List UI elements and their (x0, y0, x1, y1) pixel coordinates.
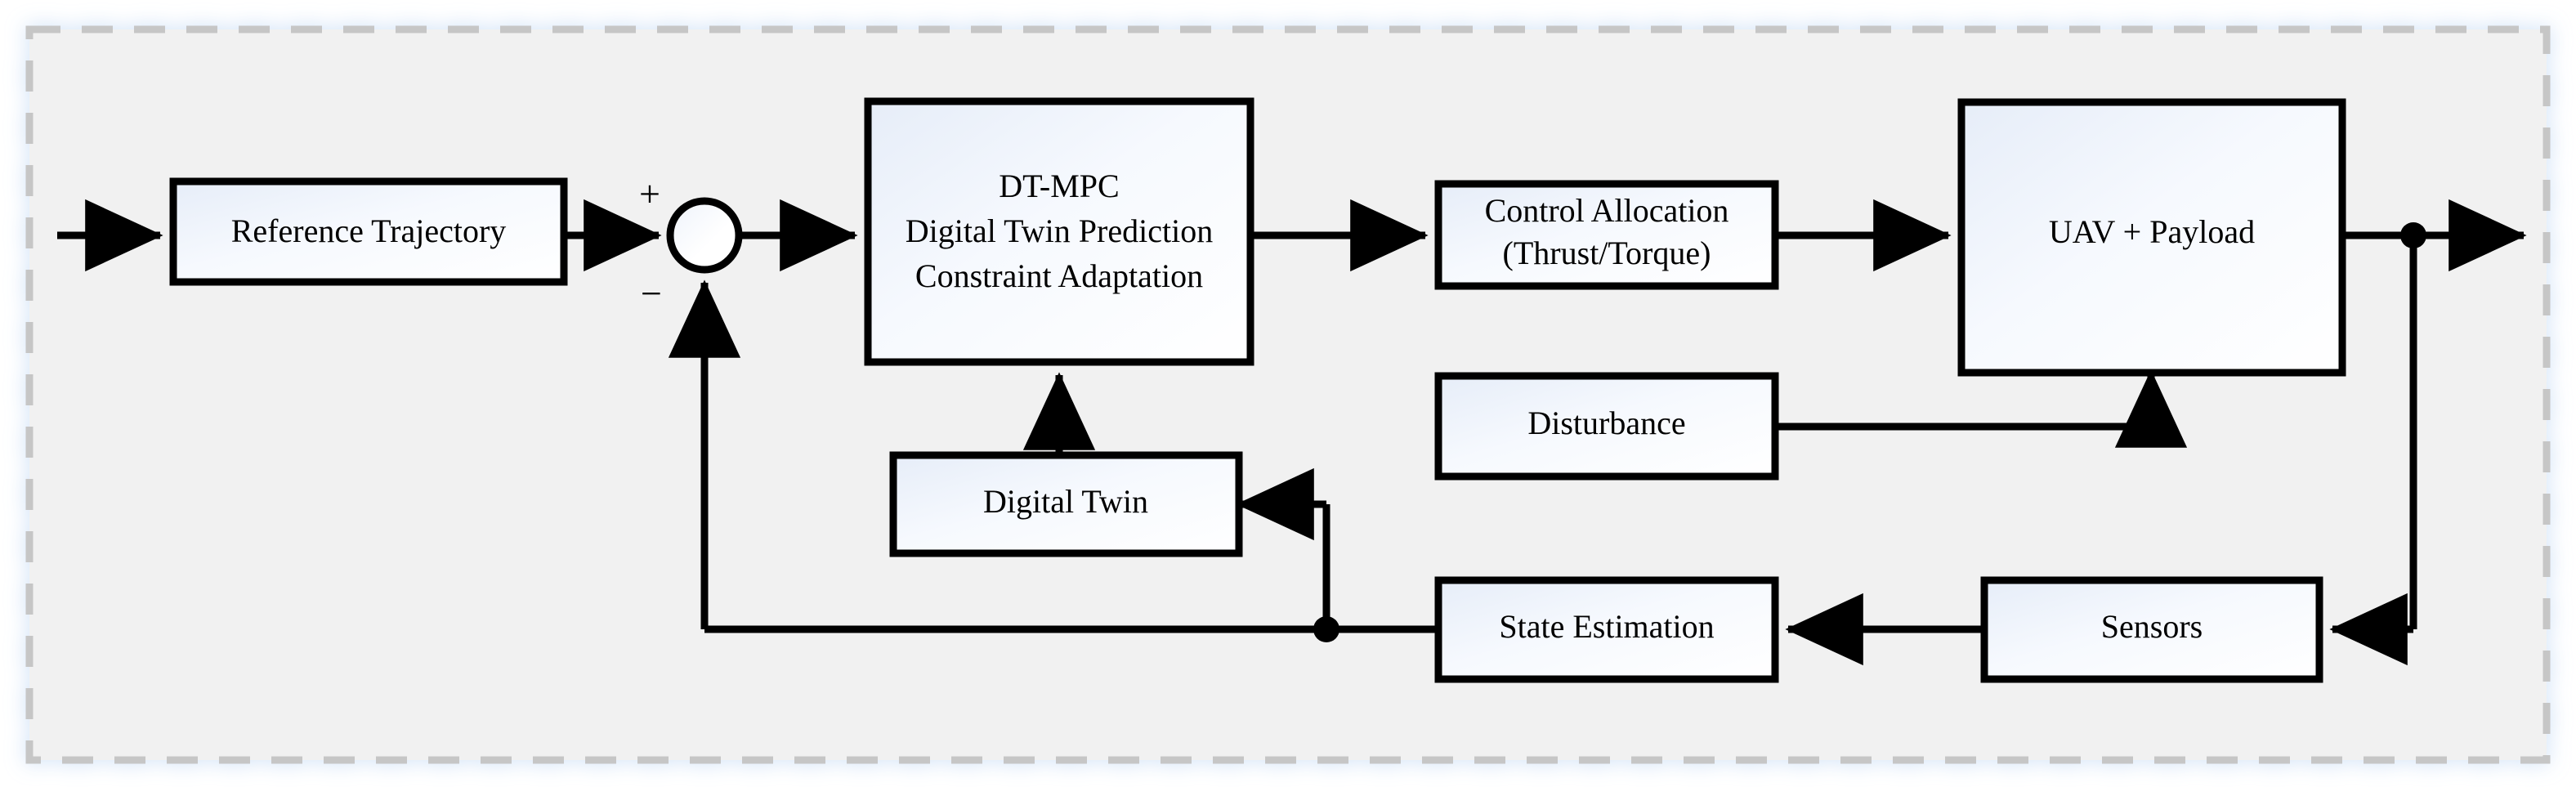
block-reference-trajectory[interactable]: Reference Trajectory (169, 177, 568, 286)
block-state-estimation[interactable]: State Estimation (1434, 576, 1779, 683)
junction-dot-feedback-branch (1313, 616, 1339, 642)
block-sensors[interactable]: Sensors (1980, 576, 2323, 683)
block-uav-payload-label: UAV + Payload (2049, 213, 2255, 250)
block-dt-mpc-line3: Constraint Adaptation (915, 257, 1203, 294)
block-uav-payload[interactable]: UAV + Payload (1957, 98, 2346, 377)
block-dt-mpc-line2: Digital Twin Prediction (906, 212, 1213, 249)
junction-dot-uav-output (2400, 222, 2426, 248)
block-dt-mpc-line1: DT-MPC (999, 168, 1119, 204)
summing-junction[interactable]: + − (639, 173, 743, 315)
block-control-allocation-line1: Control Allocation (1485, 192, 1729, 229)
block-disturbance-label: Disturbance (1527, 405, 1685, 441)
block-sensors-label: Sensors (2101, 608, 2203, 645)
block-digital-twin-label: Digital Twin (983, 483, 1148, 520)
block-control-allocation-line2: (Thrust/Torque) (1503, 235, 1711, 271)
block-disturbance[interactable]: Disturbance (1434, 372, 1779, 481)
block-digital-twin[interactable]: Digital Twin (889, 451, 1243, 557)
summing-junction-minus-sign: − (641, 273, 662, 315)
block-control-allocation[interactable]: Control Allocation (Thrust/Torque) (1434, 180, 1779, 290)
summing-junction-plus-sign: + (639, 173, 660, 215)
block-reference-trajectory-label: Reference Trajectory (231, 212, 507, 249)
block-state-estimation-label: State Estimation (1499, 608, 1714, 645)
block-dt-mpc[interactable]: DT-MPC Digital Twin Prediction Constrain… (864, 97, 1254, 366)
